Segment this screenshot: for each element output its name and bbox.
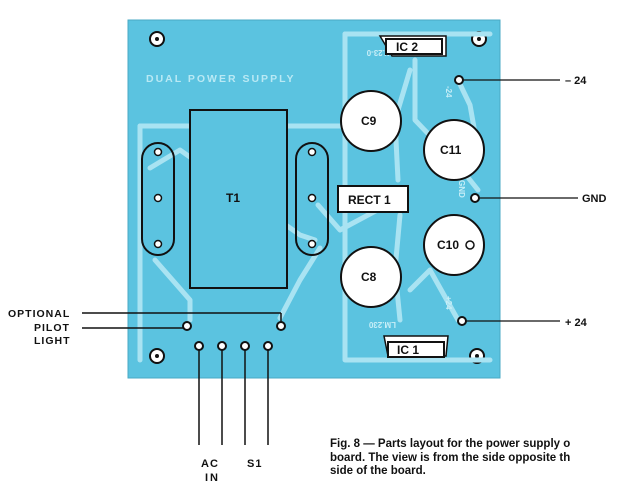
label-t1: T1 [226,191,240,205]
pad-ac-in-2 [217,341,227,351]
pad-plus-24 [457,316,467,326]
callout-optional: OPTIONAL [8,308,70,320]
pad-s1-1 [240,341,250,351]
callout-plus-24: + 24 [565,317,588,329]
label-ic1: IC 1 [397,343,419,357]
capacitor-c9: C9 [340,90,402,152]
capacitor-c11: C11 [423,119,485,181]
label-c9: C9 [361,114,377,128]
caption-line-2: board. The view is from the side opposit… [330,451,571,464]
pad-ac-in-1 [194,341,204,351]
caption-line-1: Fig. 8 — Parts layout for the power supp… [330,438,571,450]
callout-in: IN [205,472,220,484]
callout-light: LIGHT [34,335,71,347]
figure-caption: Fig. 8 — Parts layout for the power supp… [330,438,622,479]
label-rect1: RECT 1 [348,193,391,207]
label-c11: C11 [440,143,462,157]
silkscreen-neg-small: -24 [444,86,453,98]
silkscreen-top-right: W.23-0 [366,48,392,57]
silkscreen-pos-small: +24 [444,296,453,310]
pad-gnd [470,193,480,203]
caption-line-3: side of the board. [330,465,426,477]
silkscreen-gnd: GND [457,180,466,198]
capacitor-c8: C8 [340,246,402,308]
callout-s1: S1 [247,458,262,470]
callout-pilot: PILOT [34,322,70,334]
label-ic2: IC 2 [396,40,418,54]
ic1-regulator: IC 1 [383,335,449,358]
rectifier-rect1: RECT 1 [337,185,409,213]
pad-optional [276,321,286,331]
transformer-t1: T1 [141,109,329,289]
capacitor-c10: C10 [423,214,485,276]
callout-gnd: GND [582,193,607,205]
silkscreen-bottom-right: LM.230 [368,320,396,329]
silkscreen-title: DUAL POWER SUPPLY [146,73,296,85]
ic2-regulator: IC 2 [378,35,447,57]
pad-s1-2 [263,341,273,351]
callout-minus-24: – 24 [565,75,587,87]
pad-minus-24 [454,75,464,85]
label-c10: C10 [437,238,459,252]
pad-pilot-light [182,321,192,331]
callout-ac: AC [201,458,219,470]
label-c8: C8 [361,270,377,284]
